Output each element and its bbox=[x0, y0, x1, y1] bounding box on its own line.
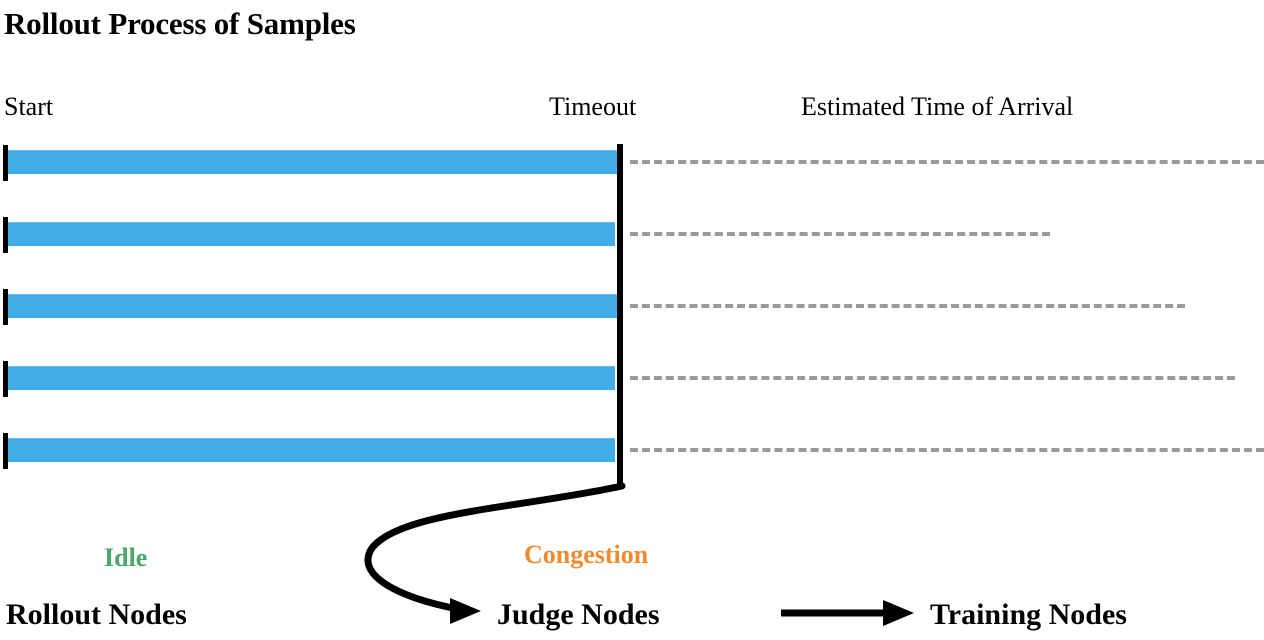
rollout-bar bbox=[8, 438, 615, 462]
column-header-timeout: Timeout bbox=[549, 92, 637, 121]
start-tick-marker bbox=[3, 289, 8, 325]
node-label-judge-nodes: Judge Nodes bbox=[497, 598, 660, 631]
gantt-row bbox=[0, 145, 1264, 185]
gantt-chart bbox=[0, 145, 1264, 473]
rollout-bar bbox=[8, 294, 620, 318]
rollout-bar bbox=[8, 366, 615, 390]
eta-dashed-line bbox=[630, 232, 1050, 236]
start-tick-marker bbox=[3, 361, 8, 397]
page-title: Rollout Process of Samples bbox=[4, 6, 356, 41]
eta-dashed-line bbox=[630, 448, 1264, 452]
straight-arrow-judge-to-training bbox=[781, 600, 914, 626]
gantt-row bbox=[0, 289, 1264, 329]
legend-label-congestion: Congestion bbox=[524, 540, 649, 569]
start-tick-marker bbox=[3, 217, 8, 253]
rollout-bar bbox=[8, 222, 615, 246]
legend-label-idle: Idle bbox=[104, 543, 148, 572]
column-header-eta: Estimated Time of Arrival bbox=[801, 92, 1074, 121]
node-label-rollout-nodes: Rollout Nodes bbox=[6, 598, 187, 631]
eta-dashed-line bbox=[630, 376, 1235, 380]
gantt-row bbox=[0, 217, 1264, 257]
rollout-bar bbox=[8, 150, 620, 174]
timeout-axis-line bbox=[617, 144, 623, 486]
node-label-training-nodes: Training Nodes bbox=[930, 598, 1127, 631]
eta-dashed-line bbox=[630, 304, 1185, 308]
eta-dashed-line bbox=[630, 160, 1264, 164]
gantt-row bbox=[0, 361, 1264, 401]
start-tick-marker bbox=[3, 433, 8, 469]
start-tick-marker bbox=[3, 145, 8, 181]
gantt-row bbox=[0, 433, 1264, 473]
column-header-start: Start bbox=[4, 92, 54, 121]
